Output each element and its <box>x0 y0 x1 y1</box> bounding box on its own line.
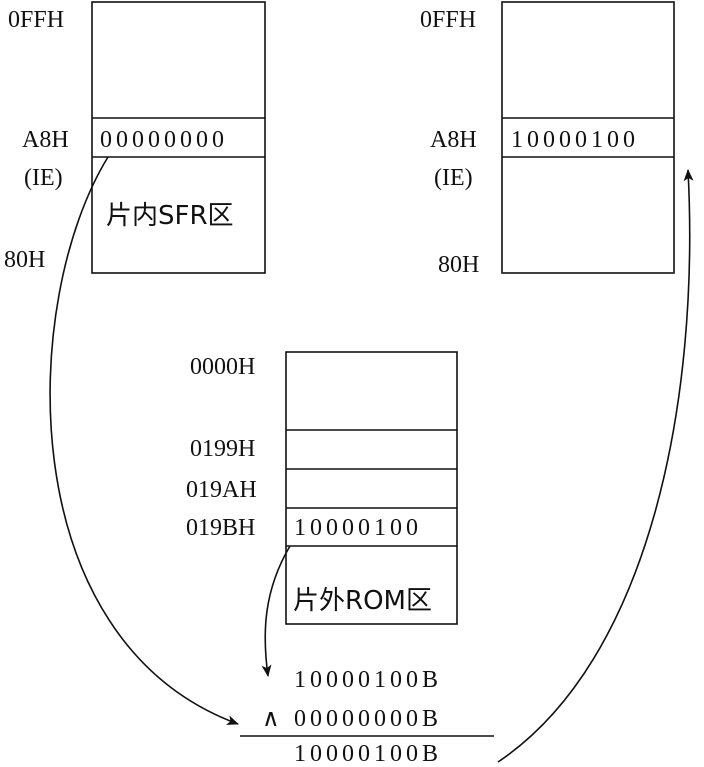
sfr-before-label-80h: 80H <box>4 247 46 273</box>
rom-region-label: 片外ROM区 <box>293 586 432 616</box>
sfr-before-region-label: 片内SFR区 <box>106 201 234 231</box>
rom-value-019bh: 10000100 <box>294 515 422 541</box>
sfr-before-label-0ffh: 0FFH <box>8 7 65 33</box>
rom-box <box>285 351 458 625</box>
arrow-ie-to-operand <box>49 156 239 725</box>
sfr-after-label-ie: (IE) <box>434 165 473 191</box>
calc-result: 10000100B <box>294 741 443 767</box>
arrow-result-to-ie <box>497 169 694 763</box>
sfr-after-box <box>501 1 675 274</box>
calc-operator: ∧ <box>262 706 280 732</box>
rom-label-019ah: 019AH <box>186 477 257 503</box>
sfr-before-label-ie: (IE) <box>24 165 63 191</box>
sfr-before-label-a8h: A8H <box>22 127 69 153</box>
sfr-after-label-0ffh: 0FFH <box>420 7 477 33</box>
sfr-after-label-80h: 80H <box>438 252 480 278</box>
rom-label-0000h: 0000H <box>190 354 256 380</box>
sfr-after-label-a8h: A8H <box>430 127 477 153</box>
sfr-before-box <box>91 1 266 274</box>
calc-operand-1: 10000100B <box>294 667 443 693</box>
rom-label-019bh: 019BH <box>186 515 256 541</box>
sfr-after-ie-value: 10000100 <box>511 127 639 153</box>
calc-operand-2: 00000000B <box>294 706 443 732</box>
sfr-before-ie-value: 00000000 <box>100 127 228 153</box>
arrow-rom-to-operand <box>261 545 291 677</box>
rom-label-0199h: 0199H <box>190 436 256 462</box>
